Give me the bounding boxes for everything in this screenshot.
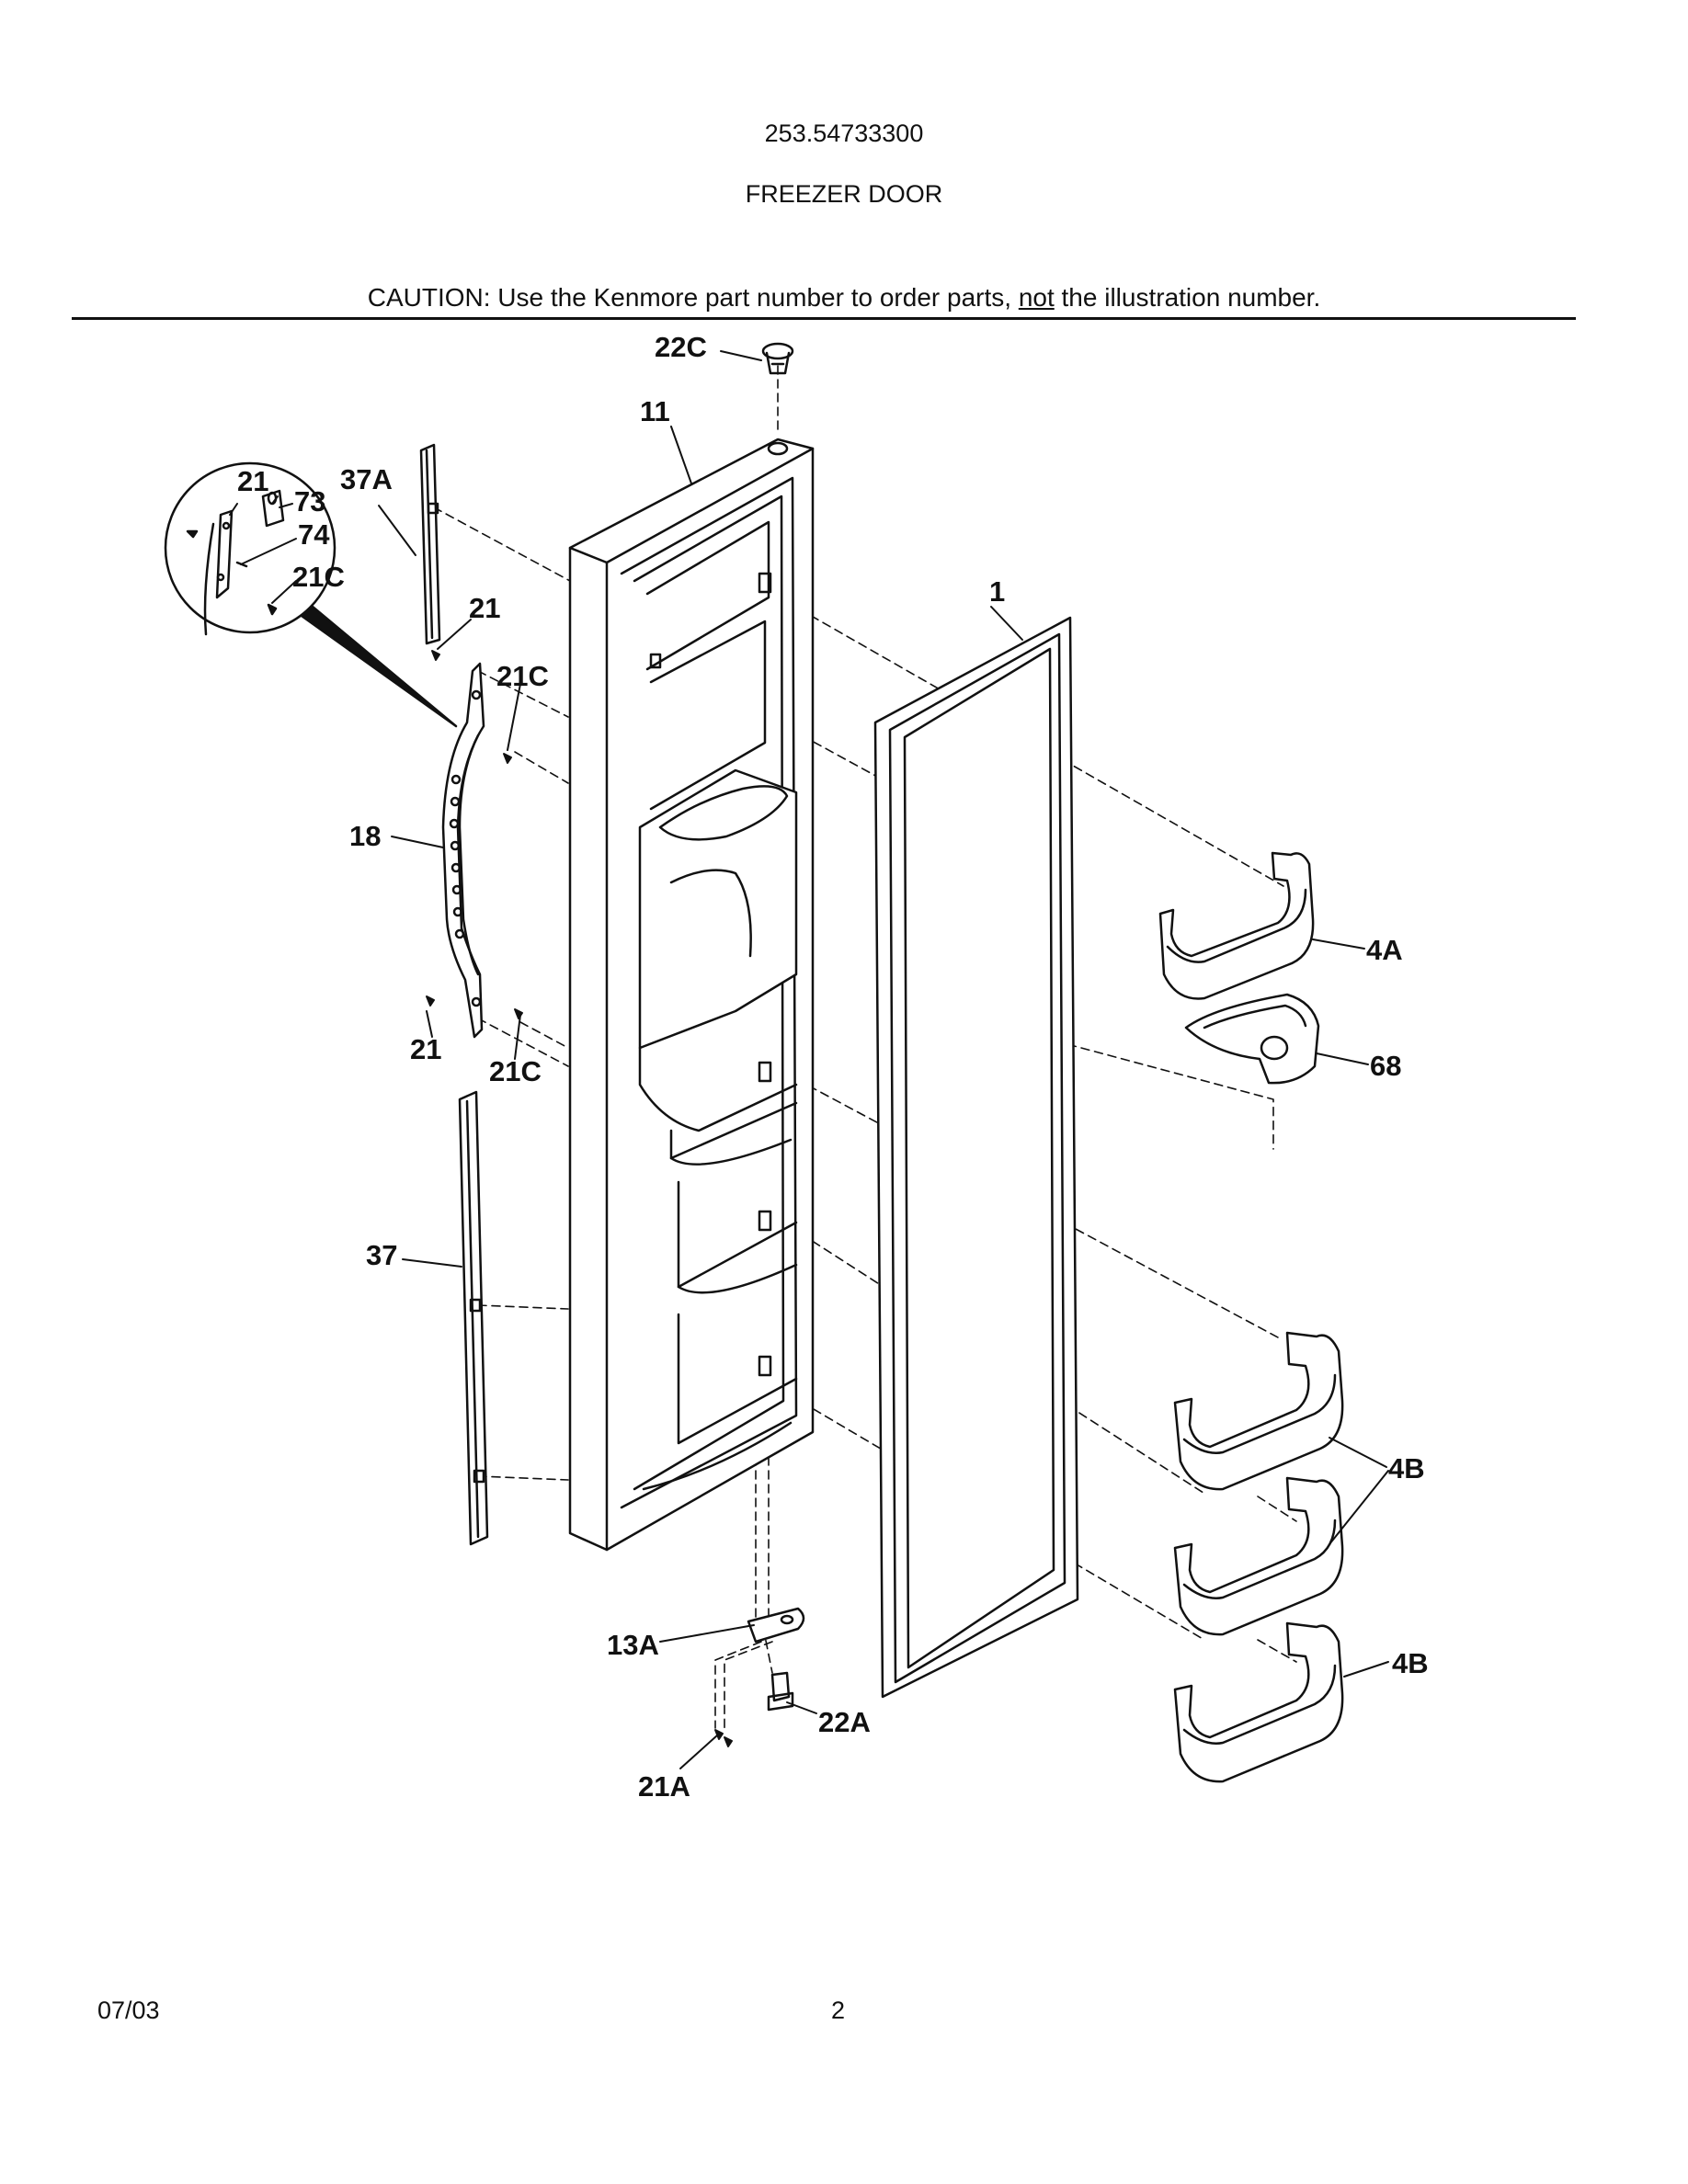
door-bin-4b-3 (1173, 1621, 1344, 1783)
callout-11: 11 (640, 395, 670, 427)
callout-37: 37 (366, 1239, 397, 1271)
door-liner (568, 438, 815, 1552)
callout-13a: 13A (607, 1629, 659, 1661)
header-rule (72, 317, 1576, 320)
callout-37a: 37A (340, 463, 393, 495)
callout-labels: 22C 11 21 73 74 21C 37A 21 21C 1 18 4A 6… (237, 331, 1429, 1803)
model-number: 253.54733300 (764, 119, 924, 147)
section-title: FREEZER DOOR (745, 180, 943, 208)
door-bin-68 (1184, 993, 1320, 1085)
callout-73: 73 (294, 485, 325, 518)
callout-74: 74 (298, 518, 330, 551)
callout-68: 68 (1370, 1050, 1401, 1082)
detail-inset (164, 461, 458, 728)
callout-18: 18 (349, 820, 381, 852)
top-hinge-pin (761, 342, 794, 375)
callout-22a: 22A (818, 1706, 871, 1738)
lower-trim-strip (458, 1090, 489, 1546)
leader-lines (229, 350, 1389, 1769)
footer-date: 07/03 (97, 1996, 160, 2024)
callout-21-upper: 21 (469, 592, 500, 624)
callout-21c-lower: 21C (489, 1055, 542, 1087)
screws (426, 650, 733, 1747)
callout-21c-detail: 21C (292, 561, 345, 593)
door-gasket (873, 616, 1079, 1699)
callout-21-detail: 21 (237, 465, 268, 497)
callout-4b-upper: 4B (1388, 1452, 1425, 1484)
door-bin-4b-2 (1173, 1476, 1344, 1636)
door-bin-4b-1 (1173, 1331, 1344, 1491)
callout-21c-upper: 21C (496, 660, 549, 692)
caution-text-start: CAUTION: Use the Kenmore part number to … (367, 283, 1019, 312)
callout-4a: 4A (1366, 934, 1403, 966)
page-number: 2 (831, 1996, 846, 2024)
callout-1: 1 (989, 575, 1005, 608)
caution-note: CAUTION: Use the Kenmore part number to … (0, 283, 1688, 313)
callout-21a: 21A (638, 1770, 690, 1803)
caution-underlined-word: not (1018, 283, 1055, 312)
caution-text-end: the illustration number. (1054, 283, 1321, 312)
upper-trim-strip (419, 443, 441, 645)
bottom-hinge (747, 1607, 805, 1712)
callout-4b-lower: 4B (1392, 1647, 1429, 1679)
door-handle (441, 662, 485, 1039)
callout-22c: 22C (655, 331, 707, 363)
callout-21-lower: 21 (410, 1033, 441, 1065)
door-bin-4a (1158, 851, 1315, 1000)
